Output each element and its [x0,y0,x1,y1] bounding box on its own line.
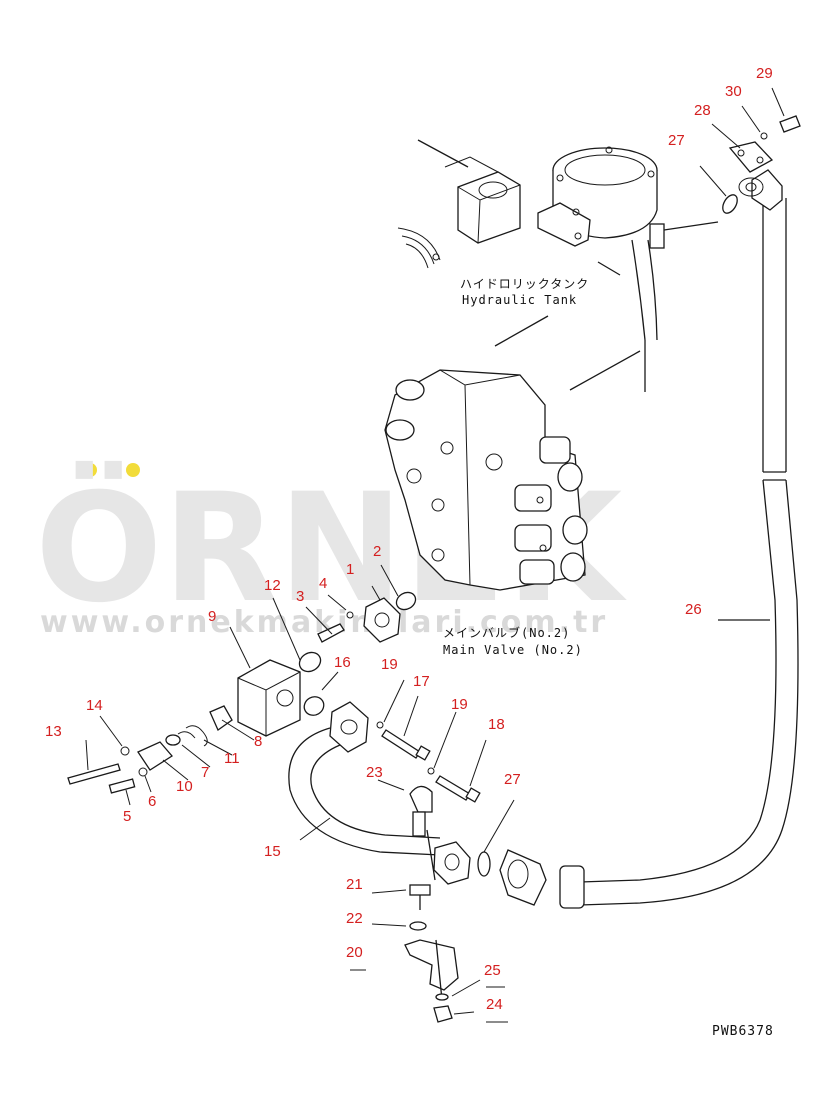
callout-19b: 19 [451,696,468,713]
pipe-15 [288,701,491,885]
callout-23: 23 [366,764,383,781]
hydraulic-tank-label-jp: ハイドロリックタンク [460,277,589,291]
callout-27b: 27 [504,771,521,788]
callout-26: 26 [685,601,702,618]
callout-10: 10 [176,778,193,795]
callout-6: 6 [148,793,156,810]
callout-30: 30 [725,83,742,100]
callout-19a: 19 [381,656,398,673]
callout-3: 3 [296,588,304,605]
callout-21: 21 [346,876,363,893]
drawing-code: PWB6378 [712,1024,774,1039]
hydraulic-tank: ハイドロリックタンク Hydraulic Tank [397,139,719,392]
clamp-bracket [404,785,459,1023]
watermark-dot [126,463,140,477]
callout-15: 15 [264,843,281,860]
callout-24: 24 [486,996,503,1013]
callout-28: 28 [694,102,711,119]
callout-2: 2 [373,543,381,560]
callout-20: 20 [346,944,363,961]
callout-11: 11 [224,750,240,767]
watermark-dot [83,463,97,477]
callout-8: 8 [254,733,262,750]
hose-26 [499,169,799,909]
main-valve: メインバルブ(No.2) Main Valve (No.2) [384,369,588,657]
callout-12: 12 [264,577,281,594]
callout-14: 14 [86,697,103,714]
callout-27a: 27 [668,132,685,149]
callout-22: 22 [346,910,363,927]
main-valve-label-en: Main Valve (No.2) [443,643,583,657]
main-valve-label-jp: メインバルブ(No.2) [443,625,570,640]
callout-7: 7 [201,764,209,781]
callout-18: 18 [488,716,505,733]
callout-25: 25 [484,962,501,979]
leader-lines [85,87,785,1023]
callout-9: 9 [208,608,216,625]
callout-29: 29 [756,65,773,82]
callout-17: 17 [413,673,430,690]
callout-1: 1 [346,561,354,578]
callout-13: 13 [45,723,62,740]
tank-return-fittings [722,115,801,214]
callouts: 1 2 3 4 5 6 7 8 9 10 11 12 13 14 15 16 1… [45,65,773,1013]
cover-block [67,659,301,794]
callout-4: 4 [319,575,327,592]
callout-16: 16 [334,654,351,671]
callout-5: 5 [123,808,131,825]
hydraulic-tank-label-en: Hydraulic Tank [462,293,577,307]
